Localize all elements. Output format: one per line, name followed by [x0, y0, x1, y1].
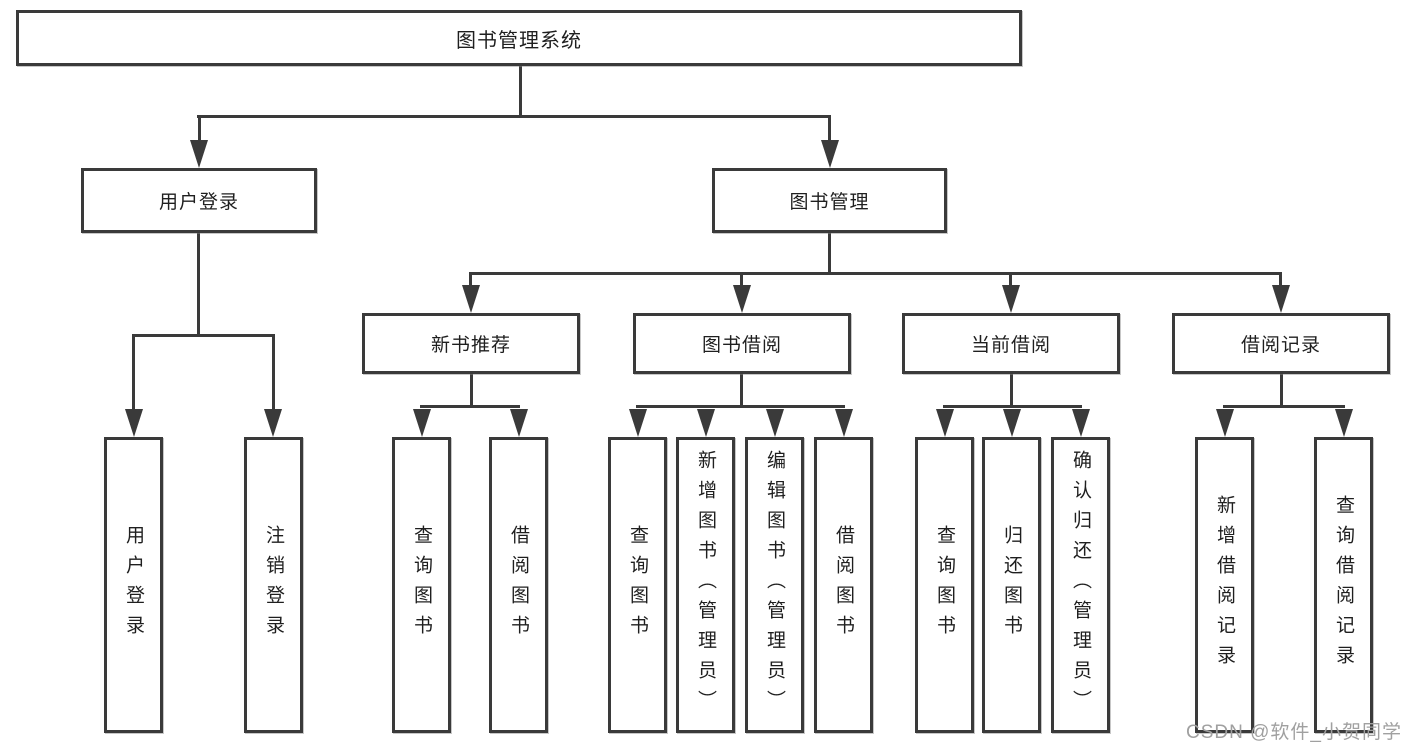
- connector-line: [1279, 272, 1282, 287]
- connector-line: [943, 405, 1082, 408]
- leaf-label: 归还图书: [1001, 525, 1022, 645]
- arrow-down-icon: [510, 409, 528, 437]
- leaf-label: 查询图书: [627, 525, 648, 645]
- arrow-down-icon: [835, 409, 853, 437]
- leaf-borrow-books: 借阅图书: [814, 437, 873, 733]
- node-label: 用户登录: [158, 192, 239, 213]
- arrow-down-icon: [1003, 409, 1021, 437]
- node-book-management: 图书管理: [712, 168, 947, 233]
- leaf-label: 编辑图书（管理员）: [764, 450, 785, 720]
- node-label: 图书借阅: [701, 335, 782, 356]
- node-label: 图书管理系统: [456, 29, 582, 52]
- arrow-down-icon: [766, 409, 784, 437]
- arrow-down-icon: [629, 409, 647, 437]
- leaf-edit-books-admin: 编辑图书（管理员）: [745, 437, 804, 733]
- node-new-book-recommendation: 新书推荐: [362, 313, 580, 374]
- leaf-add-borrow-record: 新增借阅记录: [1195, 437, 1254, 733]
- leaf-query-books-borrowing: 查询图书: [608, 437, 667, 733]
- arrow-down-icon: [413, 409, 431, 437]
- connector-line: [132, 334, 275, 337]
- leaf-user-login: 用户登录: [104, 437, 163, 733]
- node-label: 新书推荐: [430, 335, 511, 356]
- arrow-down-icon: [462, 285, 480, 313]
- node-label: 借阅记录: [1240, 335, 1321, 356]
- leaf-query-books-current: 查询图书: [915, 437, 974, 733]
- arrow-down-icon: [697, 409, 715, 437]
- csdn-watermark: CSDN @软件_小贺同学: [1186, 722, 1402, 743]
- node-borrowing-records: 借阅记录: [1172, 313, 1390, 374]
- arrow-down-icon: [1002, 285, 1020, 313]
- leaf-label: 注销登录: [263, 525, 284, 645]
- node-current-borrowing: 当前借阅: [902, 313, 1120, 374]
- arrow-down-icon: [1072, 409, 1090, 437]
- arrow-down-icon: [1335, 409, 1353, 437]
- leaf-label: 新增图书（管理员）: [695, 450, 716, 720]
- leaf-label: 查询借阅记录: [1333, 495, 1354, 675]
- connector-line: [198, 115, 201, 142]
- arrow-down-icon: [1272, 285, 1290, 313]
- leaf-add-books-admin: 新增图书（管理员）: [676, 437, 735, 733]
- connector-line: [1009, 272, 1012, 287]
- leaf-label: 查询图书: [934, 525, 955, 645]
- connector-line: [636, 405, 845, 408]
- node-user-login: 用户登录: [81, 168, 317, 233]
- node-library-management-system: 图书管理系统: [16, 10, 1022, 66]
- leaf-label: 新增借阅记录: [1214, 495, 1235, 675]
- leaf-label: 借阅图书: [833, 525, 854, 645]
- arrow-down-icon: [125, 409, 143, 437]
- arrow-down-icon: [821, 140, 839, 168]
- arrow-down-icon: [190, 140, 208, 168]
- connector-line: [1010, 374, 1013, 408]
- connector-line: [1280, 374, 1283, 408]
- leaf-query-borrow-record: 查询借阅记录: [1314, 437, 1373, 733]
- node-label: 图书管理: [789, 192, 870, 213]
- connector-line: [197, 233, 200, 337]
- connector-line: [828, 233, 831, 275]
- leaf-label: 用户登录: [123, 525, 144, 645]
- leaf-borrow-books-recommend: 借阅图书: [489, 437, 548, 733]
- leaf-logout: 注销登录: [244, 437, 303, 733]
- connector-line: [1223, 405, 1345, 408]
- leaf-query-books-recommend: 查询图书: [392, 437, 451, 733]
- connector-line: [197, 115, 831, 118]
- connector-line: [470, 374, 473, 408]
- connector-line: [519, 66, 522, 117]
- connector-line: [132, 334, 135, 410]
- node-book-borrowing: 图书借阅: [633, 313, 851, 374]
- connector-line: [740, 374, 743, 408]
- arrow-down-icon: [1216, 409, 1234, 437]
- connector-line: [272, 334, 275, 410]
- arrow-down-icon: [733, 285, 751, 313]
- connector-line: [469, 272, 1282, 275]
- leaf-label: 查询图书: [411, 525, 432, 645]
- connector-line: [420, 405, 520, 408]
- arrow-down-icon: [936, 409, 954, 437]
- leaf-label: 确认归还（管理员）: [1070, 450, 1091, 720]
- connector-line: [828, 115, 831, 142]
- leaf-return-books: 归还图书: [982, 437, 1041, 733]
- connector-line: [740, 272, 743, 287]
- node-label: 当前借阅: [970, 335, 1051, 356]
- connector-line: [469, 272, 472, 287]
- leaf-label: 借阅图书: [508, 525, 529, 645]
- arrow-down-icon: [264, 409, 282, 437]
- leaf-confirm-return-admin: 确认归还（管理员）: [1051, 437, 1110, 733]
